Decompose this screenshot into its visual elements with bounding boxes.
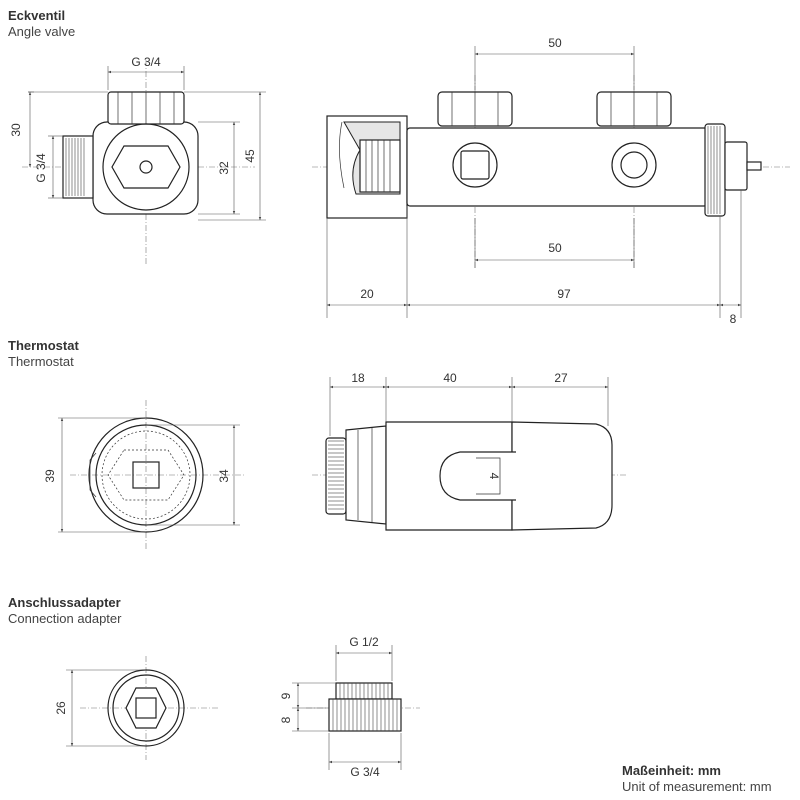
dim-40: 40 [443, 371, 457, 385]
dim-27: 27 [554, 371, 568, 385]
thermostat-subtitle: Thermostat [8, 354, 74, 369]
dim-20: 20 [360, 287, 374, 301]
dim-8-adapter: 8 [279, 716, 293, 723]
dim-9: 9 [279, 692, 293, 699]
angle-valve-front-view: G 3/4 30 G 3/4 32 45 [9, 55, 266, 265]
thermostat-title: Thermostat [8, 338, 79, 353]
adapter-title: Anschlussadapter [8, 595, 121, 610]
dim-32: 32 [217, 161, 231, 175]
angle-valve-title: Eckventil [8, 8, 65, 23]
dim-18: 18 [351, 371, 365, 385]
dim-g34-top: G 3/4 [131, 55, 161, 69]
dim-30: 30 [9, 123, 23, 137]
dim-g34-adapter: G 3/4 [350, 765, 380, 779]
adapter-side-view: G 1/2 G 3/4 9 8 [279, 635, 420, 779]
dim-34: 34 [217, 469, 231, 483]
dim-97: 97 [557, 287, 571, 301]
thermostat-side-view: 4 18 40 27 [312, 371, 628, 531]
dim-26: 26 [54, 701, 68, 715]
angle-valve-subtitle: Angle valve [8, 24, 75, 39]
dim-g12: G 1/2 [349, 635, 379, 649]
adapter-subtitle: Connection adapter [8, 611, 122, 626]
thermostat-marker: 4 [487, 473, 501, 480]
adapter-front-view: 26 [54, 656, 220, 760]
dim-50-top: 50 [548, 36, 562, 50]
dim-50-bottom: 50 [548, 241, 562, 255]
dim-g34-side: G 3/4 [34, 153, 48, 183]
dim-45: 45 [243, 149, 257, 163]
angle-valve-side-view: 50 50 20 97 8 [312, 36, 790, 326]
dim-39: 39 [43, 469, 57, 483]
unit-label-en: Unit of measurement: mm [622, 779, 772, 794]
thermostat-front-view: 39 34 [43, 400, 245, 550]
dim-8: 8 [730, 312, 737, 326]
unit-label-de: Maßeinheit: mm [622, 763, 721, 778]
